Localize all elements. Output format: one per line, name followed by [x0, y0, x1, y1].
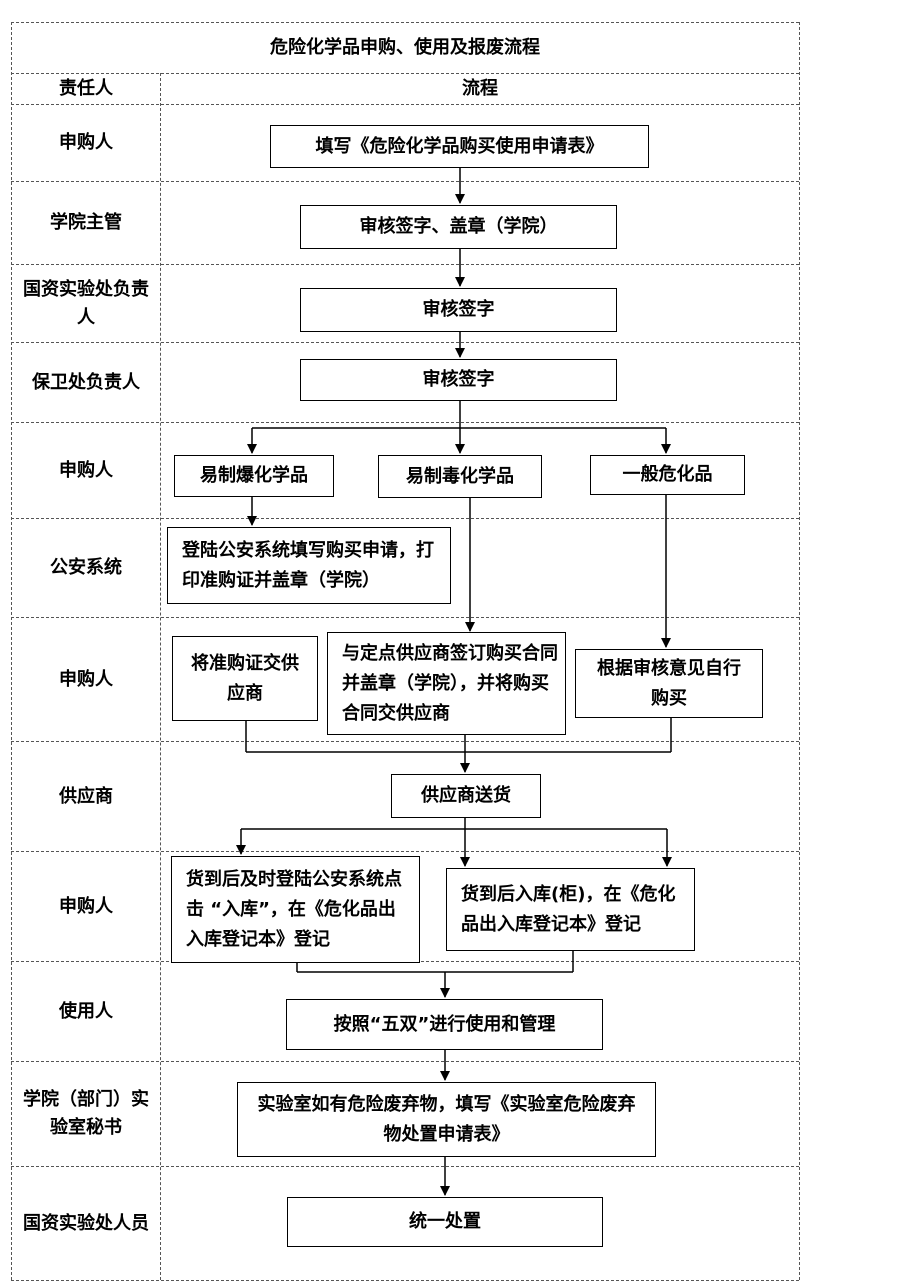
role-cell: 使用人 [59, 1000, 113, 1022]
step-sign-contract: 与定点供应商签订购买合同并盖章（学院），并将购买合同交供应商 [327, 632, 566, 735]
page-title: 危险化学品申购、使用及报废流程 [270, 37, 540, 58]
role-cell: 申购人 [59, 895, 113, 917]
table-left-border [11, 22, 12, 1280]
row-divider [11, 422, 799, 423]
row-divider [11, 851, 799, 852]
step-police-register: 货到后及时登陆公安系统点击 “入库”，在《危化品出入库登记本》登记 [171, 856, 420, 963]
role-cell: 申购人 [59, 459, 113, 481]
role-cell: 供应商 [59, 785, 113, 807]
role-cell: 学院（部门）实验室秘书 [23, 1089, 149, 1138]
category-general: 一般危化品 [590, 455, 745, 495]
table-right-border [799, 22, 800, 1280]
row-divider [11, 181, 799, 182]
role-cell: 国资实验处人员 [23, 1212, 149, 1234]
category-explosive: 易制爆化学品 [174, 455, 334, 497]
step-assets-review: 审核签字 [300, 288, 617, 332]
table-bottom-border [11, 1280, 799, 1281]
header-flow: 流程 [462, 78, 498, 99]
category-toxic: 易制毒化学品 [378, 455, 542, 498]
row-divider [11, 342, 799, 343]
row-divider [11, 264, 799, 265]
step-permit-to-supplier: 将准购证交供应商 [172, 636, 318, 721]
step-unified-disposal: 统一处置 [287, 1197, 603, 1247]
row-divider [11, 518, 799, 519]
step-police-apply: 登陆公安系统填写购买申请，打印准购证并盖章（学院） [167, 527, 451, 604]
step-use-and-manage: 按照“五双”进行使用和管理 [286, 999, 603, 1050]
role-cell: 国资实验处负责人 [23, 278, 149, 328]
row-divider [11, 73, 799, 74]
role-cell: 学院主管 [50, 212, 122, 233]
step-security-review: 审核签字 [300, 359, 617, 401]
step-self-purchase: 根据审核意见自行购买 [575, 649, 763, 718]
row-divider [11, 1166, 799, 1167]
step-college-review: 审核签字、盖章（学院） [300, 205, 617, 249]
role-cell: 保卫处负责人 [32, 371, 140, 393]
role-cell: 申购人 [59, 132, 113, 153]
row-divider [11, 617, 799, 618]
step-waste-application: 实验室如有危险废弃物，填写《实验室危险废弃物处置申请表》 [237, 1082, 656, 1157]
row-divider [11, 1061, 799, 1062]
step-supplier-delivery: 供应商送货 [391, 774, 541, 818]
row-divider [11, 741, 799, 742]
role-cell: 申购人 [59, 668, 113, 690]
header-role: 责任人 [59, 78, 113, 99]
role-cell: 公安系统 [50, 557, 122, 578]
step-cabinet-register: 货到后入库(柜)，在《危化品出入库登记本》登记 [446, 868, 695, 951]
row-divider [11, 104, 799, 105]
column-divider [160, 73, 161, 1280]
table-top-border [11, 22, 799, 23]
step-fill-application-form: 填写《危险化学品购买使用申请表》 [270, 125, 649, 168]
